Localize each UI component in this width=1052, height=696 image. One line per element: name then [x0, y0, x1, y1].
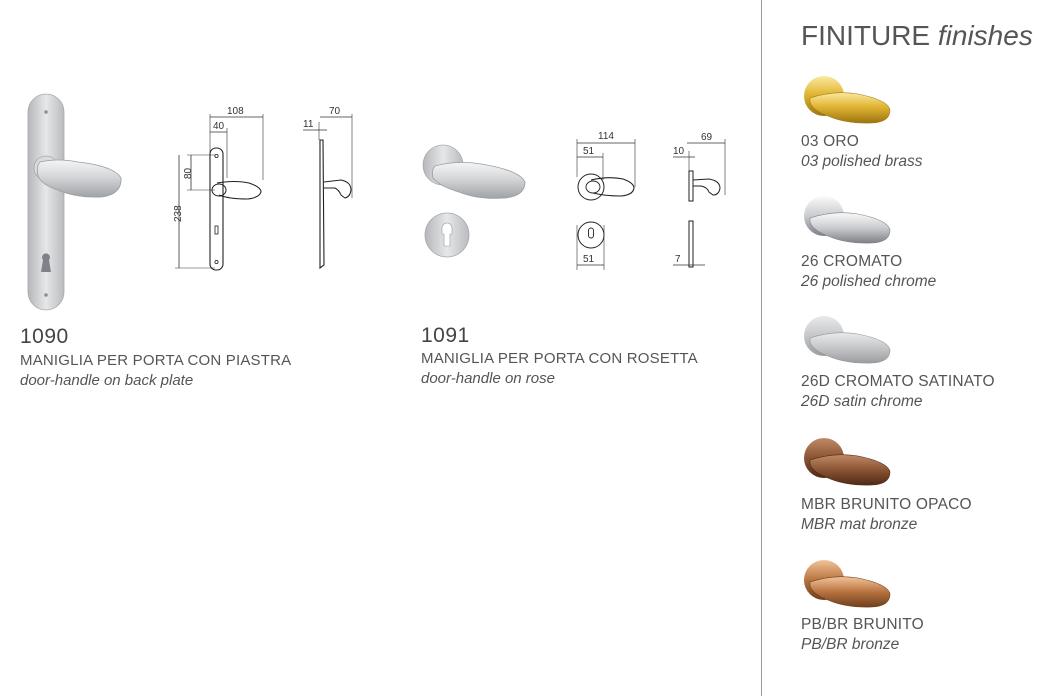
- finish-label-it: MBR BRUNITO OPACO: [801, 496, 972, 513]
- svg-text:69: 69: [701, 132, 713, 143]
- svg-text:114: 114: [598, 131, 614, 142]
- svg-text:108: 108: [227, 106, 244, 117]
- product-code: 1090: [20, 325, 69, 348]
- svg-text:40: 40: [213, 121, 225, 132]
- product-name-en: door-handle on rose: [421, 370, 555, 387]
- svg-text:11: 11: [303, 119, 314, 130]
- finish-label-en: PB/BR bronze: [801, 636, 900, 653]
- finish-label-it: 03 ORO: [801, 133, 860, 150]
- svg-text:70: 70: [329, 106, 341, 117]
- finish-swatch-gold: [804, 76, 891, 124]
- product-1090-photo: [27, 93, 122, 311]
- svg-text:80: 80: [183, 167, 194, 179]
- svg-text:7: 7: [675, 254, 681, 265]
- product-name-en: door-handle on back plate: [20, 372, 194, 389]
- product-1091-side-drawing: 69 10 7: [673, 132, 726, 268]
- svg-text:51: 51: [583, 146, 595, 157]
- svg-text:51: 51: [583, 254, 595, 265]
- finishes-title: FINITURE finishes: [801, 20, 1033, 51]
- finish-label-it: 26 CROMATO: [801, 253, 903, 270]
- finish-label-en: 03 polished brass: [801, 153, 923, 170]
- finish-swatch-bronze: [804, 560, 891, 608]
- svg-text:238: 238: [173, 205, 184, 222]
- finish-label-en: MBR mat bronze: [801, 516, 918, 533]
- svg-text:10: 10: [673, 146, 685, 157]
- finish-label-it: 26D CROMATO SATINATO: [801, 373, 995, 390]
- finish-label-it: PB/BR BRUNITO: [801, 616, 924, 633]
- finish-swatch-satin-chrome: [804, 316, 891, 364]
- product-1091-front-drawing: 114 51 51: [576, 131, 636, 270]
- finish-label-en: 26 polished chrome: [801, 273, 937, 290]
- product-name-it: MANIGLIA PER PORTA CON PIASTRA: [20, 352, 292, 369]
- product-1090-side-drawing: 70 11: [303, 106, 353, 270]
- finish-label-en: 26D satin chrome: [801, 393, 923, 410]
- product-code: 1091: [421, 324, 470, 347]
- column-divider: [761, 0, 762, 696]
- product-name-it: MANIGLIA PER PORTA CON ROSETTA: [421, 350, 698, 367]
- product-1091-photo: [422, 144, 526, 258]
- finish-swatch-chrome: [804, 196, 891, 244]
- finish-swatch-mat-bronze: [804, 438, 891, 486]
- product-1090-front-drawing: 108 40 80 238: [173, 106, 264, 271]
